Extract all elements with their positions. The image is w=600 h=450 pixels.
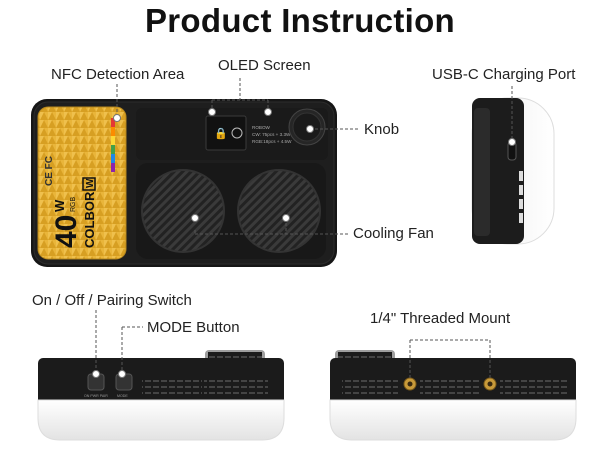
label-cooling-fan: Cooling Fan — [353, 225, 434, 242]
label-mode-button: MODE Button — [147, 319, 240, 336]
print-model: W — [85, 178, 96, 188]
label-threaded-mount: 1/4" Threaded Mount — [370, 310, 511, 327]
label-oled-screen: OLED Screen — [218, 57, 311, 74]
device-side-view — [471, 97, 555, 245]
print-switch: ON PWR PAIR — [84, 394, 108, 398]
print-unit: W — [52, 199, 67, 212]
print-mode: MODE — [117, 394, 128, 398]
oled-line2: CW: 75pcs + 3.3W — [252, 132, 291, 137]
svg-text:🔒: 🔒 — [214, 127, 228, 140]
print-rgb: RGB — [70, 197, 77, 213]
nfc-panel: 40 W RGB COLBOR W CE FC — [37, 106, 127, 260]
oled-line1: ROBOW — [252, 125, 271, 130]
fan-right — [237, 169, 321, 253]
fan-left — [141, 169, 225, 253]
label-on-off-pairing-switch: On / Off / Pairing Switch — [32, 292, 192, 309]
page-title: Product Instruction — [144, 2, 456, 39]
label-knob: Knob — [364, 121, 400, 138]
print-cert: CE FC — [44, 156, 55, 186]
print-power: 40 — [50, 215, 83, 248]
print-brand: COLBOR — [82, 191, 97, 248]
label-nfc-detection-area: NFC Detection Area — [51, 66, 185, 83]
device-bottom-left-view: ON PWR PAIR MODE — [37, 350, 285, 441]
leader-lines — [95, 78, 513, 378]
device-front-view: 40 W RGB COLBOR W CE FC 🔒 ROBOW CW: 75pc… — [31, 99, 337, 267]
label-usb-c-charging-port: USB-C Charging Port — [432, 66, 576, 83]
device-bottom-right-view — [329, 350, 577, 441]
oled-line3: RGB:18pcs + 4.5W — [252, 139, 292, 144]
